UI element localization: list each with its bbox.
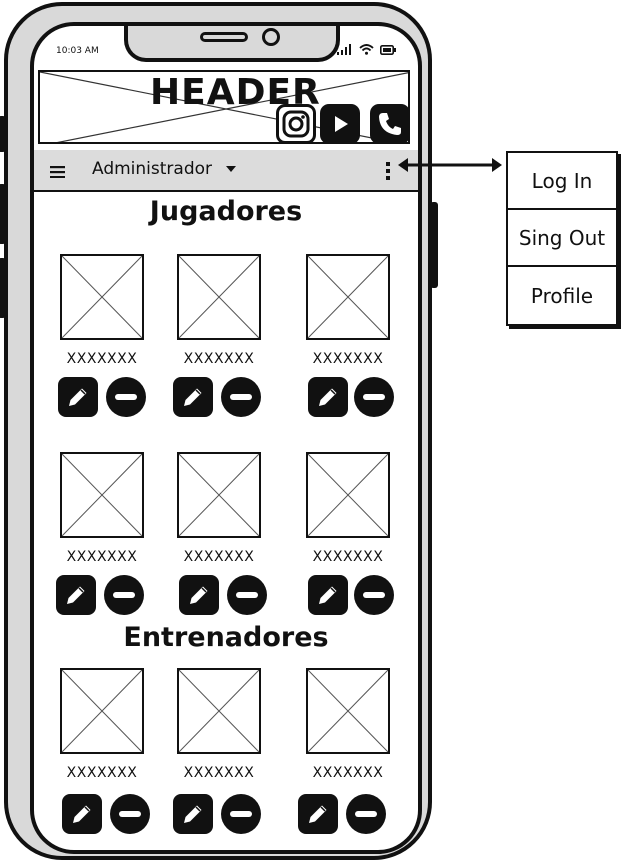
coach-name: XXXXXXX bbox=[312, 765, 384, 781]
player-photo-placeholder bbox=[177, 254, 261, 340]
delete-button[interactable] bbox=[346, 794, 386, 834]
navbar: Administrador bbox=[34, 150, 418, 192]
side-button bbox=[0, 184, 6, 244]
coach-name: XXXXXXX bbox=[183, 765, 255, 781]
status-time: 10:03 AM bbox=[56, 46, 99, 56]
delete-button[interactable] bbox=[110, 794, 150, 834]
delete-button[interactable] bbox=[104, 575, 144, 615]
delete-button[interactable] bbox=[221, 794, 261, 834]
player-name: XXXXXXX bbox=[312, 351, 384, 367]
minus-icon bbox=[115, 394, 137, 400]
notch bbox=[124, 26, 340, 62]
phone-screen: 10:03 AM HEADER bbox=[30, 22, 422, 854]
minus-icon bbox=[230, 811, 252, 817]
pencil-icon bbox=[190, 586, 208, 604]
coach-photo-placeholder bbox=[60, 668, 144, 754]
pencil-icon bbox=[73, 805, 91, 823]
coaches-section-title: Entrenadores bbox=[123, 622, 329, 653]
edit-button[interactable] bbox=[308, 377, 348, 417]
delete-button[interactable] bbox=[354, 377, 394, 417]
players-section-title: Jugadores bbox=[149, 196, 303, 227]
minus-icon bbox=[363, 394, 385, 400]
pencil-icon bbox=[184, 388, 202, 406]
pencil-icon bbox=[309, 805, 327, 823]
header-banner: HEADER bbox=[38, 70, 410, 144]
pencil-icon bbox=[184, 805, 202, 823]
pencil-icon bbox=[67, 586, 85, 604]
side-button bbox=[0, 116, 6, 152]
player-photo-placeholder bbox=[60, 254, 144, 340]
status-icons bbox=[337, 44, 396, 55]
instagram-icon[interactable] bbox=[276, 104, 316, 142]
coach-photo-placeholder bbox=[177, 668, 261, 754]
edit-button[interactable] bbox=[179, 575, 219, 615]
edit-button[interactable] bbox=[173, 794, 213, 834]
player-name: XXXXXXX bbox=[183, 549, 255, 565]
battery-icon bbox=[380, 44, 396, 55]
signal-icon bbox=[337, 44, 351, 55]
minus-icon bbox=[236, 592, 258, 598]
player-photo-placeholder bbox=[306, 452, 390, 538]
menu-item-sign-out[interactable]: Sing Out bbox=[508, 210, 616, 267]
delete-button[interactable] bbox=[106, 377, 146, 417]
player-photo-placeholder bbox=[177, 452, 261, 538]
menu-item-log-in[interactable]: Log In bbox=[508, 153, 616, 210]
chevron-down-icon[interactable] bbox=[226, 166, 236, 172]
hamburger-menu-icon[interactable] bbox=[50, 166, 65, 178]
edit-button[interactable] bbox=[298, 794, 338, 834]
player-name: XXXXXXX bbox=[66, 351, 138, 367]
camera bbox=[262, 28, 280, 46]
pencil-icon bbox=[319, 388, 337, 406]
wifi-icon bbox=[359, 44, 374, 55]
options-dropdown-menu: Log In Sing Out Profile bbox=[506, 151, 618, 326]
minus-icon bbox=[119, 811, 141, 817]
coach-name: XXXXXXX bbox=[66, 765, 138, 781]
speaker bbox=[200, 32, 248, 42]
delete-button[interactable] bbox=[221, 377, 261, 417]
delete-button[interactable] bbox=[354, 575, 394, 615]
edit-button[interactable] bbox=[173, 377, 213, 417]
player-name: XXXXXXX bbox=[183, 351, 255, 367]
edit-button[interactable] bbox=[58, 377, 98, 417]
side-button bbox=[0, 258, 6, 318]
pencil-icon bbox=[319, 586, 337, 604]
delete-button[interactable] bbox=[227, 575, 267, 615]
minus-icon bbox=[113, 592, 135, 598]
double-arrow-connector bbox=[398, 158, 502, 172]
menu-item-profile[interactable]: Profile bbox=[530, 283, 594, 308]
minus-icon bbox=[363, 592, 385, 598]
more-options-icon[interactable] bbox=[382, 160, 394, 182]
edit-button[interactable] bbox=[308, 575, 348, 615]
minus-icon bbox=[230, 394, 252, 400]
edit-button[interactable] bbox=[56, 575, 96, 615]
edit-button[interactable] bbox=[62, 794, 102, 834]
side-button bbox=[430, 202, 438, 288]
player-name: XXXXXXX bbox=[66, 549, 138, 565]
player-photo-placeholder bbox=[60, 452, 144, 538]
user-dropdown[interactable]: Administrador bbox=[92, 159, 213, 179]
player-photo-placeholder bbox=[306, 254, 390, 340]
coach-photo-placeholder bbox=[306, 668, 390, 754]
minus-icon bbox=[355, 811, 377, 817]
phone-icon[interactable] bbox=[370, 104, 408, 142]
phone-frame: 10:03 AM HEADER bbox=[0, 2, 438, 860]
pencil-icon bbox=[69, 388, 87, 406]
player-name: XXXXXXX bbox=[312, 549, 384, 565]
youtube-icon[interactable] bbox=[320, 104, 360, 142]
